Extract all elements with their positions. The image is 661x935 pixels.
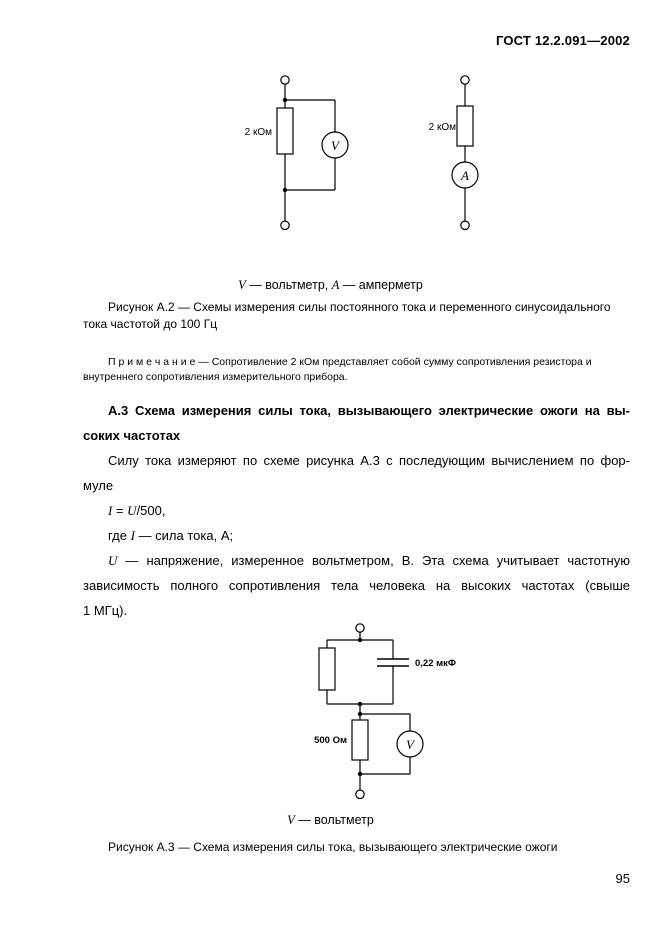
paragraph-line: 1 МГц). [83, 603, 128, 618]
section-a3-heading-line: соких частотах [83, 428, 181, 443]
voltmeter-symbol-letter: V [238, 278, 246, 292]
terminal-bottom [460, 220, 470, 231]
voltmeter-letter: V [406, 737, 416, 752]
paragraph-line: Силу тока измеряют по схеме рисунка А.3 … [108, 453, 630, 468]
ammeter-symbol-letter: A [331, 278, 340, 292]
figure-a3-caption: Рисунок А.3 — Схема измерения силы тока,… [108, 840, 558, 854]
resistor-symbol [351, 719, 369, 761]
formula-line: I = U/500, [83, 498, 630, 523]
section-a3-heading-line: А.3 Схема измерения силы тока, вызывающе… [108, 403, 630, 418]
voltmeter-symbol-letter: V [287, 813, 295, 827]
where-var-i: I [130, 528, 135, 543]
figure-a2-ammeter-circuit: 2 кОм A [429, 75, 479, 231]
formula-var-u: U [127, 503, 137, 518]
formula-var-i: I [108, 503, 113, 518]
legend-text: — амперметр [339, 278, 423, 292]
terminal-bottom [355, 789, 365, 800]
terminal-bottom [280, 220, 290, 231]
note-line: внутреннего сопротивления измерительного… [83, 370, 348, 383]
figure-a2-legend: V — вольтметр, A — амперметр [0, 278, 661, 293]
resistor-label: 2 кОм [245, 127, 272, 138]
resistor-symbol [276, 107, 294, 155]
junction-dot [357, 771, 363, 777]
capacitor-label: 0,22 мкФ [415, 658, 456, 669]
legend-text: — вольтметр, [245, 278, 332, 292]
figure-a3-legend: V — вольтметр [0, 813, 661, 828]
resistor-label: 500 Ом [314, 735, 347, 746]
junction-dot [357, 637, 363, 643]
legend-text: — вольтметр [294, 813, 374, 827]
resistor-symbol [456, 105, 474, 147]
resistor-symbol [318, 647, 336, 691]
terminal-top [460, 75, 470, 85]
note: П р и м е ч а н и е — Сопротивление 2 кО… [83, 355, 635, 384]
junction-dot [357, 701, 363, 707]
terminal-top [355, 623, 365, 633]
paragraph-line: зависимость полного сопротивления тела ч… [83, 578, 630, 593]
figure-a2-caption: Рисунок А.2 — Схемы измерения силы посто… [83, 299, 635, 333]
caption-line: Рисунок А.2 — Схемы измерения силы посто… [108, 300, 611, 314]
junction-dot [282, 187, 288, 193]
paragraph-line: U — напряжение, измеренное вольтметром, … [83, 548, 630, 573]
formula-text: /500, [136, 503, 166, 518]
paragraph-line: муле [83, 478, 114, 493]
doc-number: ГОСТ 12.2.091—2002 [495, 33, 630, 48]
figure-a2-voltmeter-circuit: 2 кОм V [245, 75, 349, 231]
voltmeter-letter: V [331, 138, 341, 153]
where-text: — сила тока, А; [134, 528, 234, 543]
resistor-label: 2 кОм [429, 122, 456, 133]
where-text: где [108, 528, 131, 543]
junction-dot [282, 97, 288, 103]
section-a3: А.3 Схема измерения силы тока, вызывающе… [83, 398, 630, 623]
paragraph-var-u: U [108, 553, 118, 568]
formula-text: = [112, 503, 128, 518]
junction-dot [357, 711, 363, 717]
note-line: П р и м е ч а н и е — Сопротивление 2 кО… [108, 356, 592, 368]
where-line: где I — сила тока, А; [83, 523, 630, 548]
page-number: 95 [615, 871, 630, 886]
terminal-top [280, 75, 290, 85]
caption-line: тока частотой до 100 Гц [83, 317, 218, 331]
paragraph-text: — напряжение, измеренное вольтметром, В.… [117, 553, 630, 568]
figure-a3-circuit: 0,22 мкФ 500 Ом V [314, 623, 456, 800]
ammeter-letter: A [460, 168, 469, 183]
